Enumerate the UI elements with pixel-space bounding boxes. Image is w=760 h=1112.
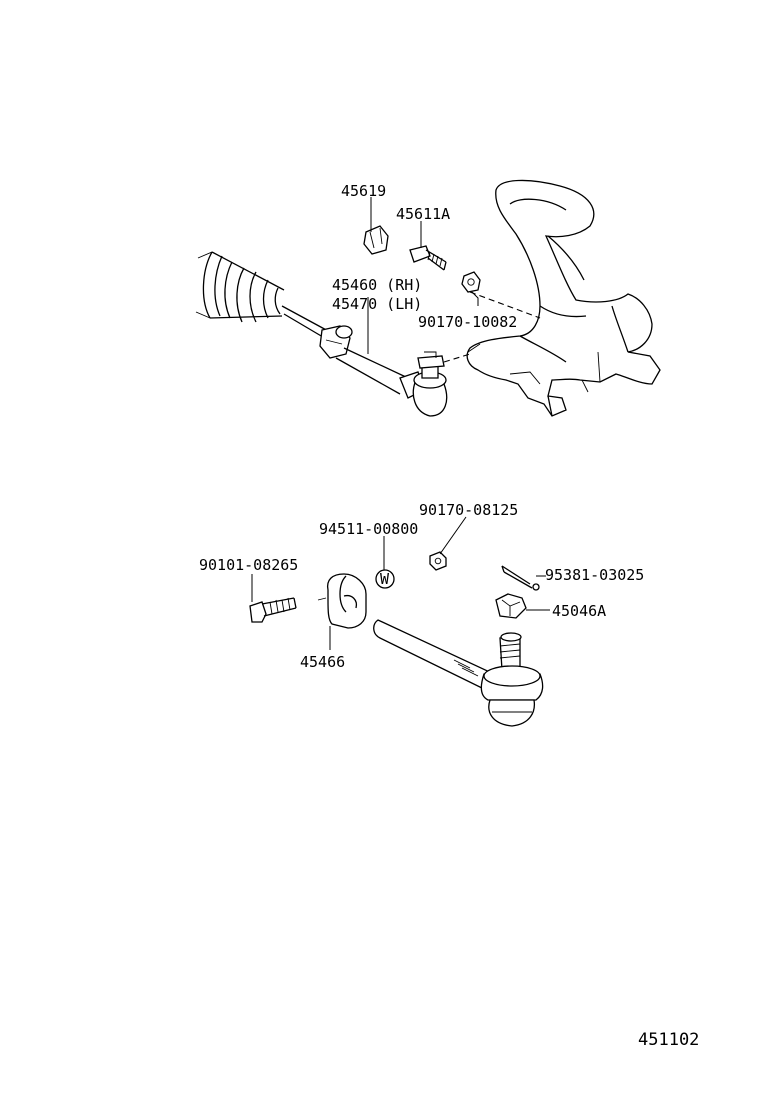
label-95381-03025: 95381-03025: [545, 566, 644, 584]
label-94511-00800: 94511-00800: [319, 520, 418, 538]
steering-rack-boot: [195, 251, 285, 323]
label-90170-08125: 90170-08125: [419, 501, 518, 519]
nut-45619: [363, 225, 389, 255]
label-45046a: 45046A: [552, 602, 606, 620]
bolt-45611a: [409, 245, 447, 271]
tie-rod-end-upper: [335, 347, 471, 417]
nut-90170-10082: [461, 271, 481, 293]
dashed-assembly-line-knuckle: [469, 291, 541, 319]
clamp-45466: [317, 573, 367, 629]
washer-mark: W: [380, 570, 390, 588]
nut-90170-08125: [429, 551, 447, 571]
label-45460-rh: 45460 (RH): [332, 276, 422, 294]
label-45466: 45466: [300, 653, 345, 671]
castle-nut-45046a: [495, 593, 527, 619]
label-45470-lh: 45470 (LH): [332, 295, 422, 313]
label-90170-10082: 90170-10082: [418, 313, 517, 331]
label-45611a: 45611A: [396, 205, 450, 223]
leaders-upper: [367, 197, 479, 354]
cotter-pin-95381-03025: [501, 565, 540, 591]
label-45619: 45619: [341, 182, 386, 200]
figure-number: 451102: [638, 1030, 699, 1050]
tie-rod-end-lower: [373, 619, 544, 727]
label-90101-08265: 90101-08265: [199, 556, 298, 574]
bolt-90101-08265: [249, 597, 297, 623]
leaders-lower: [251, 516, 550, 650]
washer-94511-00800: W: [375, 569, 395, 589]
steering-knuckle: [466, 179, 661, 417]
part-labels: 45619 45611A 45460 (RH) 45470 (LH) 90170…: [199, 182, 699, 1050]
tie-rod-clamp-upper: [319, 325, 353, 359]
